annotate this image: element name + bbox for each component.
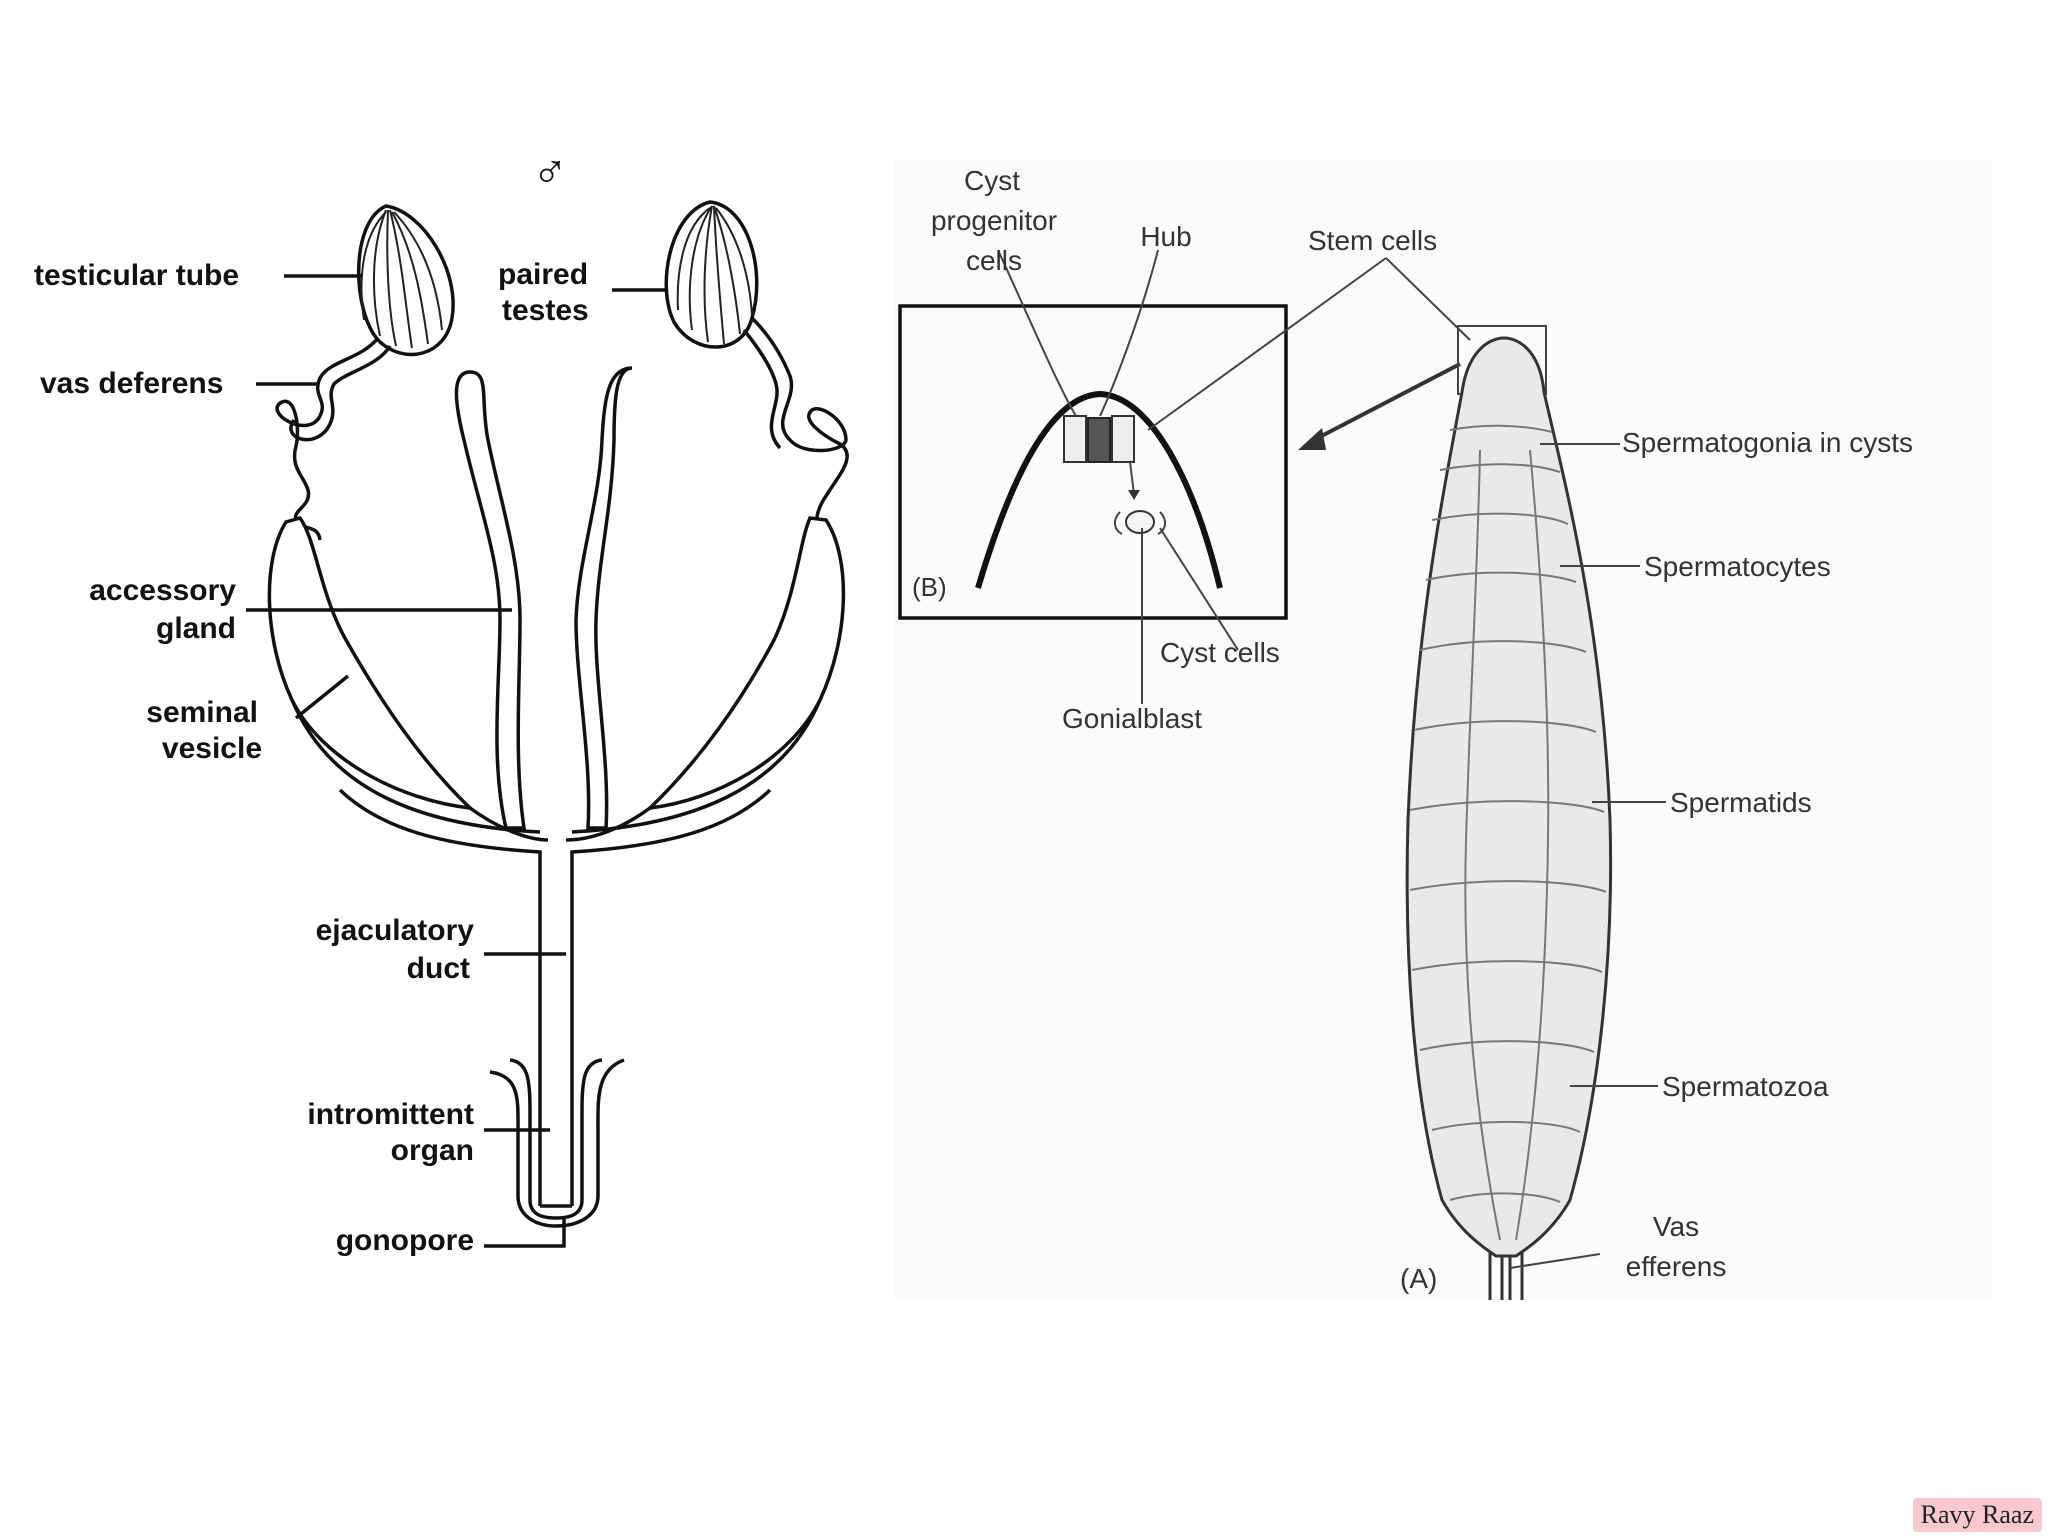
label-accessory-gland-2: gland	[156, 612, 236, 645]
gonialblast-cell	[1125, 510, 1155, 534]
cyst-progenitor-cell-left	[1063, 415, 1087, 463]
label-gonialblast: Gonialblast	[1062, 703, 1202, 734]
label-hub: Hub	[1140, 221, 1191, 252]
label-vas-deferens: vas deferens	[40, 367, 223, 400]
right-seminal-vesicle	[645, 516, 846, 811]
left-seminal-vesicle	[267, 515, 475, 811]
label-cyst-progenitor-3: cells	[966, 245, 1022, 276]
label-seminal-vesicle-1: seminal	[146, 696, 258, 729]
label-testicular-tube: testicular tube	[34, 259, 239, 292]
zoom-arrow	[1309, 362, 1461, 444]
label-spermatozoa: Spermatozoa	[1662, 1071, 1829, 1102]
label-intromittent-organ-2: organ	[391, 1134, 474, 1167]
label-paired-testes-2: testes	[502, 294, 589, 327]
hub-cell	[1087, 417, 1111, 463]
label-vas-efferens-1: Vas	[1653, 1211, 1699, 1242]
label-ejaculatory-duct-2: duct	[407, 952, 470, 985]
intromittent-organ	[509, 1058, 603, 1220]
label-paired-testes-1: paired	[498, 258, 588, 291]
male-reproductive-system-diagram: ♂	[34, 144, 849, 1257]
male-symbol: ♂	[532, 144, 568, 197]
label-cyst-cells: Cyst cells	[1160, 637, 1280, 668]
testis-tube-diagram: (B)	[894, 160, 1992, 1300]
left-accessory-gland	[454, 370, 527, 830]
right-testis	[664, 200, 759, 349]
label-spermatogonia: Spermatogonia in cysts	[1622, 427, 1913, 458]
vas-efferens	[1488, 1252, 1524, 1300]
cyst-progenitor-cell-right	[1111, 415, 1135, 463]
label-gonopore: gonopore	[336, 1224, 474, 1257]
label-vas-efferens-2: efferens	[1626, 1251, 1727, 1282]
cell-texture	[1409, 424, 1607, 1241]
right-accessory-gland	[574, 366, 633, 830]
author-watermark: Ravy Raaz	[1912, 1498, 2042, 1532]
label-accessory-gland-1: accessory	[89, 574, 236, 607]
label-panel-b: (B)	[912, 572, 947, 602]
label-panel-a: (A)	[1400, 1263, 1437, 1294]
left-vas-deferens	[275, 336, 380, 541]
label-intromittent-organ-1: intromittent	[307, 1098, 474, 1131]
left-testis	[356, 204, 455, 357]
panel-b-inset	[898, 304, 1288, 620]
right-vas-deferens	[750, 316, 849, 547]
label-ejaculatory-duct-1: ejaculatory	[316, 914, 475, 947]
label-stem-cells: Stem cells	[1308, 225, 1437, 256]
label-spermatids: Spermatids	[1670, 787, 1812, 818]
testis-tube-outline	[1405, 336, 1613, 1258]
label-cyst-progenitor-1: Cyst	[964, 165, 1020, 196]
label-spermatocytes: Spermatocytes	[1644, 551, 1831, 582]
label-cyst-progenitor-2: progenitor	[931, 205, 1057, 236]
hub-arc	[975, 390, 1223, 589]
label-seminal-vesicle-2: vesicle	[162, 732, 262, 765]
